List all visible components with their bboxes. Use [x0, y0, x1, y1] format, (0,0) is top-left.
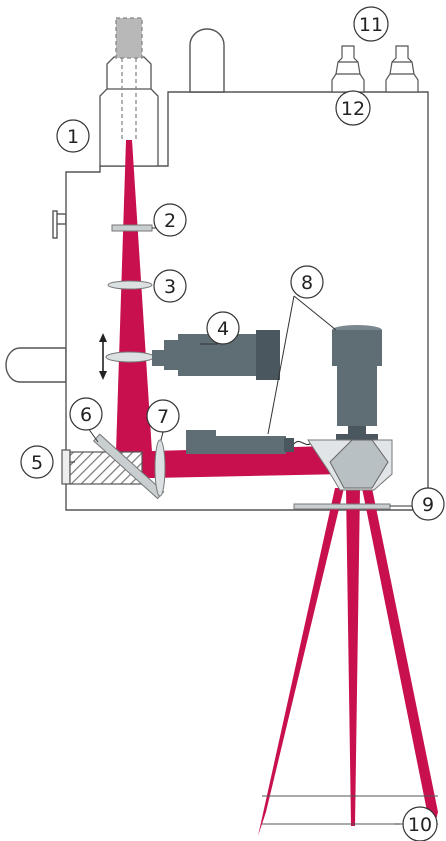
callout-circle: [153, 203, 187, 237]
lens-3: [107, 280, 153, 290]
callout-label: 1: [67, 126, 79, 148]
callout-label: 9: [422, 494, 434, 516]
beam-center: [346, 488, 360, 826]
callout-c9: 9: [411, 487, 445, 521]
beam-right: [362, 488, 438, 836]
callout-label: 6: [80, 404, 92, 426]
lens-7: [154, 439, 166, 497]
movable-lens: [105, 351, 155, 363]
ring-light: [293, 503, 391, 510]
galvo-motor: [186, 430, 313, 454]
callout-label: 5: [31, 452, 43, 474]
callout-c5: 5: [20, 445, 54, 479]
top-cylinder: [189, 28, 225, 93]
callout-label: 4: [217, 318, 229, 340]
callout-circle: [290, 265, 324, 299]
callout-circle: [335, 90, 371, 126]
gas-connectors: [331, 45, 419, 93]
callout-label: 10: [408, 814, 432, 836]
callout-label: 11: [359, 14, 383, 36]
scan-head: [307, 439, 393, 491]
callout-circle: [206, 311, 240, 345]
output-beams: [258, 488, 438, 836]
callout-c6: 6: [69, 397, 103, 431]
beam-left: [258, 488, 344, 836]
callout-c10: 10: [402, 806, 438, 841]
callout-c3: 3: [153, 269, 187, 303]
callout-c4: 4: [206, 311, 240, 345]
callout-circle: [411, 487, 445, 521]
callout-c1: 1: [56, 119, 90, 153]
callout-label: 3: [164, 276, 176, 298]
callout-label: 12: [341, 98, 365, 120]
callout-circle: [69, 397, 103, 431]
callout-label: 8: [301, 272, 313, 294]
callout-label: 7: [157, 406, 169, 428]
scanner-motor: [332, 325, 382, 440]
camera-assembly: [99, 330, 280, 380]
callout-circle: [402, 806, 438, 841]
callout-circle: [56, 119, 90, 153]
callout-circle: [153, 269, 187, 303]
callout-circle: [353, 6, 389, 42]
callout-circle: [20, 445, 54, 479]
internal-beam: [116, 140, 346, 478]
callout-circle: [146, 399, 180, 433]
callout-c12: 12: [335, 90, 371, 126]
callout-label: 2: [164, 210, 176, 232]
laser-source: [99, 17, 159, 167]
side-port: [5, 347, 67, 383]
callout-c7: 7: [146, 399, 180, 433]
callout-c11: 11: [353, 6, 389, 42]
aperture: [111, 224, 153, 232]
callout-c2: 2: [153, 203, 187, 237]
callout-c8: 8: [290, 265, 324, 299]
laser-tube: [115, 17, 143, 59]
